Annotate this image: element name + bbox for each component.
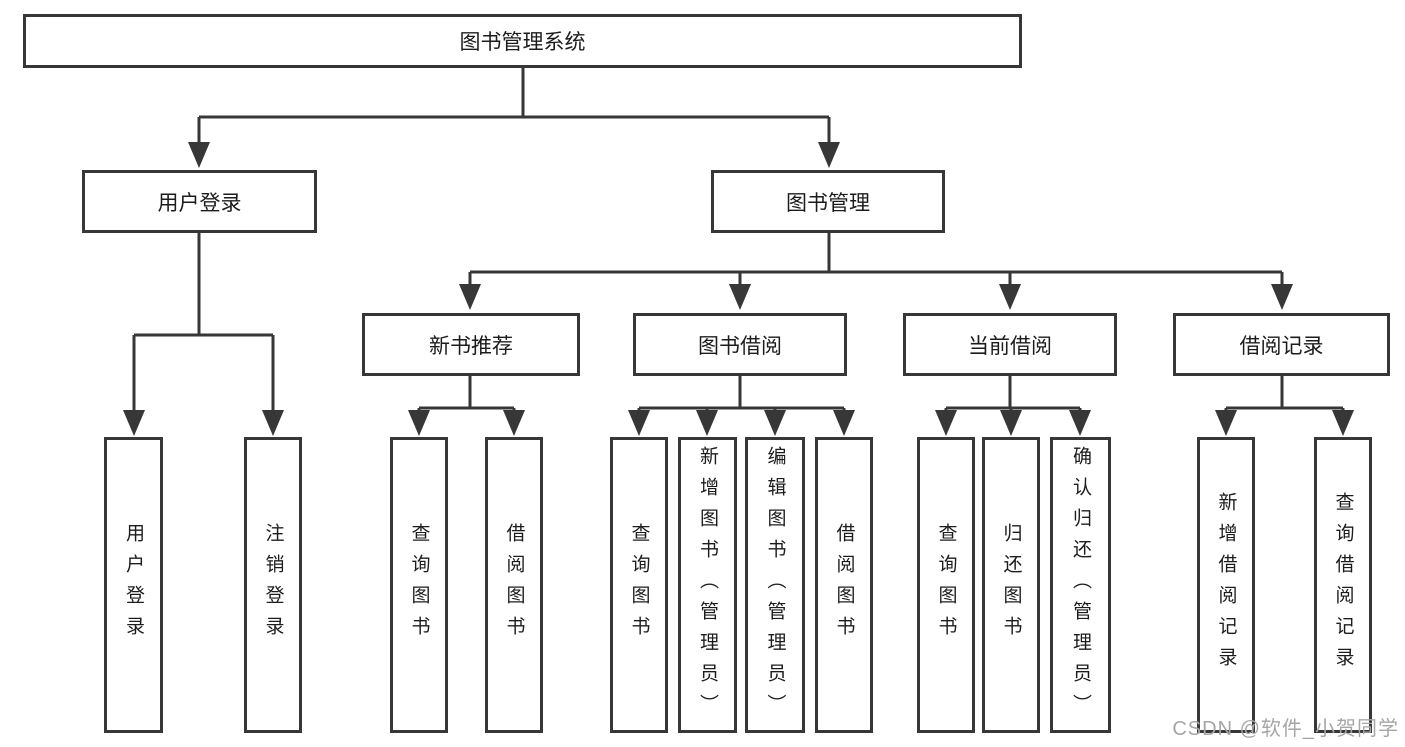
connector-new-book-to-leaves bbox=[408, 376, 525, 436]
node-library-management-system: 图书管理系统 bbox=[23, 14, 1022, 68]
leaf-confirm-return-admin: 确认归还（管理员） bbox=[1050, 437, 1111, 733]
arrowhead-icon bbox=[1069, 410, 1091, 436]
leaf-add-books-admin: 新增图书（管理员） bbox=[678, 437, 737, 733]
leaf-query-books-3: 查询图书 bbox=[917, 437, 975, 733]
leaf-user-login: 用户登录 bbox=[104, 437, 163, 733]
arrowhead-icon bbox=[503, 410, 525, 436]
leaf-label: 查询图书 bbox=[935, 523, 957, 647]
arrowhead-icon bbox=[696, 410, 718, 436]
connector-book-borrow-to-leaves bbox=[628, 376, 855, 436]
node-book-borrowing: 图书借阅 bbox=[633, 313, 847, 376]
leaf-label: 借阅图书 bbox=[503, 523, 525, 647]
arrowhead-icon bbox=[999, 284, 1021, 310]
arrowhead-icon bbox=[833, 410, 855, 436]
leaf-label: 归还图书 bbox=[1000, 523, 1022, 647]
arrowhead-icon bbox=[935, 410, 957, 436]
arrowhead-icon bbox=[188, 142, 210, 168]
leaf-label: 查询图书 bbox=[408, 523, 430, 647]
leaf-add-borrow-record: 新增借阅记录 bbox=[1197, 437, 1255, 733]
leaf-label: 新增借阅记录 bbox=[1215, 492, 1237, 678]
connector-current-borrow-to-leaves bbox=[935, 376, 1091, 436]
arrowhead-icon bbox=[818, 142, 840, 168]
node-new-book-recommendation: 新书推荐 bbox=[362, 313, 580, 376]
leaf-borrow-books-1: 借阅图书 bbox=[485, 437, 543, 733]
csdn-watermark: CSDN @软件_小贺同学 bbox=[1172, 718, 1399, 740]
arrowhead-icon bbox=[1271, 284, 1293, 310]
leaf-label: 编辑图书（管理员） bbox=[764, 445, 786, 725]
node-current-borrowing: 当前借阅 bbox=[903, 313, 1117, 376]
leaf-query-books-2: 查询图书 bbox=[610, 437, 668, 733]
leaf-label: 借阅图书 bbox=[833, 523, 855, 647]
arrowhead-icon bbox=[1000, 410, 1022, 436]
arrowhead-icon bbox=[729, 284, 751, 310]
arrowhead-icon bbox=[764, 410, 786, 436]
arrowhead-icon bbox=[459, 284, 481, 310]
connector-user-login-to-leaves bbox=[123, 233, 284, 436]
leaf-query-books-1: 查询图书 bbox=[390, 437, 448, 733]
leaf-return-books: 归还图书 bbox=[982, 437, 1040, 733]
leaf-label: 注销登录 bbox=[262, 523, 284, 647]
arrowhead-icon bbox=[408, 410, 430, 436]
leaf-label: 确认归还（管理员） bbox=[1070, 445, 1091, 725]
leaf-label: 查询图书 bbox=[628, 523, 650, 647]
leaf-logout: 注销登录 bbox=[244, 437, 302, 733]
connector-book-management-to-level3 bbox=[459, 233, 1293, 310]
node-borrowing-records: 借阅记录 bbox=[1173, 313, 1390, 376]
leaf-edit-books-admin: 编辑图书（管理员） bbox=[745, 437, 805, 733]
arrowhead-icon bbox=[628, 410, 650, 436]
arrowhead-icon bbox=[1332, 410, 1354, 436]
arrowhead-icon bbox=[123, 410, 145, 436]
node-book-management: 图书管理 bbox=[711, 170, 945, 233]
node-user-login: 用户登录 bbox=[82, 170, 317, 233]
connector-root-to-level2 bbox=[188, 68, 840, 168]
arrowhead-icon bbox=[262, 410, 284, 436]
arrowhead-icon bbox=[1215, 410, 1237, 436]
leaf-label: 用户登录 bbox=[123, 523, 144, 647]
leaf-label: 查询借阅记录 bbox=[1332, 492, 1354, 678]
connector-borrow-records-to-leaves bbox=[1215, 376, 1354, 436]
leaf-query-borrow-record: 查询借阅记录 bbox=[1314, 437, 1372, 733]
leaf-label: 新增图书（管理员） bbox=[697, 445, 718, 725]
leaf-borrow-books-2: 借阅图书 bbox=[815, 437, 873, 733]
